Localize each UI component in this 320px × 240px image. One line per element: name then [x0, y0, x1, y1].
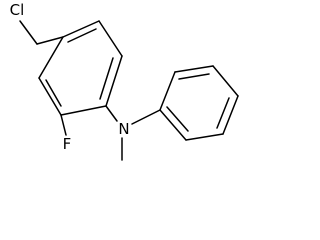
ring-a-inner-bond-3 — [45, 79, 62, 107]
ring-b-bond-5 — [185, 133, 224, 141]
ring-a-bond-1 — [62, 20, 100, 38]
ring-b-bond-1 — [159, 71, 176, 111]
structure-drawing: Cl F N — [10, 1, 239, 161]
bond-cl-ch2 — [19, 20, 38, 45]
ring-a-inner-bond-1 — [67, 28, 97, 43]
ring-b-bond-2 — [174, 65, 214, 73]
bond-ch2-ring — [36, 36, 64, 45]
bond-ring-n — [105, 105, 118, 122]
atom-label-chlorine: Cl — [10, 1, 25, 19]
ring-a-inner-bond-2 — [99, 57, 114, 100]
bond-n-phenyl — [131, 109, 161, 125]
ring-a-bond-6 — [38, 36, 64, 79]
ring-b-inner-bond-2 — [216, 97, 230, 129]
bond-ring-f — [60, 114, 67, 136]
ring-a-bond-5 — [38, 77, 62, 116]
ring-b-bond-4 — [222, 95, 239, 135]
ring-b-inner-bond-3 — [166, 106, 189, 132]
ring-b-bond-6 — [159, 109, 187, 141]
ring-a-bond-2 — [98, 20, 123, 57]
ring-a-bond-3 — [105, 55, 123, 107]
ring-a-bond-4 — [60, 105, 107, 116]
atom-label-fluorine: F — [63, 135, 72, 153]
chemical-structure: Cl F N — [10, 1, 239, 161]
ring-b-inner-bond-1 — [178, 73, 210, 80]
ring-b-bond-3 — [212, 65, 239, 97]
atom-label-nitrogen: N — [118, 120, 129, 138]
